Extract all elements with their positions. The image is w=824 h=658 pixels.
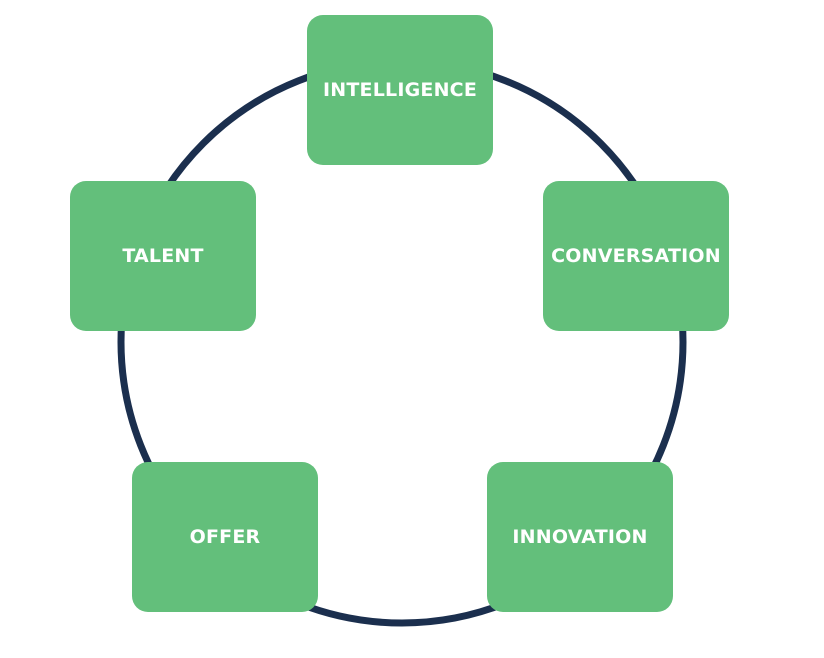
node-offer: OFFER [132, 462, 318, 612]
node-intelligence: INTELLIGENCE [307, 15, 493, 165]
node-label-intelligence: INTELLIGENCE [323, 79, 477, 101]
node-conversation: CONVERSATION [543, 181, 729, 331]
node-talent: TALENT [70, 181, 256, 331]
node-innovation: INNOVATION [487, 462, 673, 612]
node-label-conversation: CONVERSATION [551, 245, 721, 267]
node-label-talent: TALENT [122, 245, 204, 267]
node-label-offer: OFFER [189, 526, 261, 548]
node-label-innovation: INNOVATION [512, 526, 648, 548]
